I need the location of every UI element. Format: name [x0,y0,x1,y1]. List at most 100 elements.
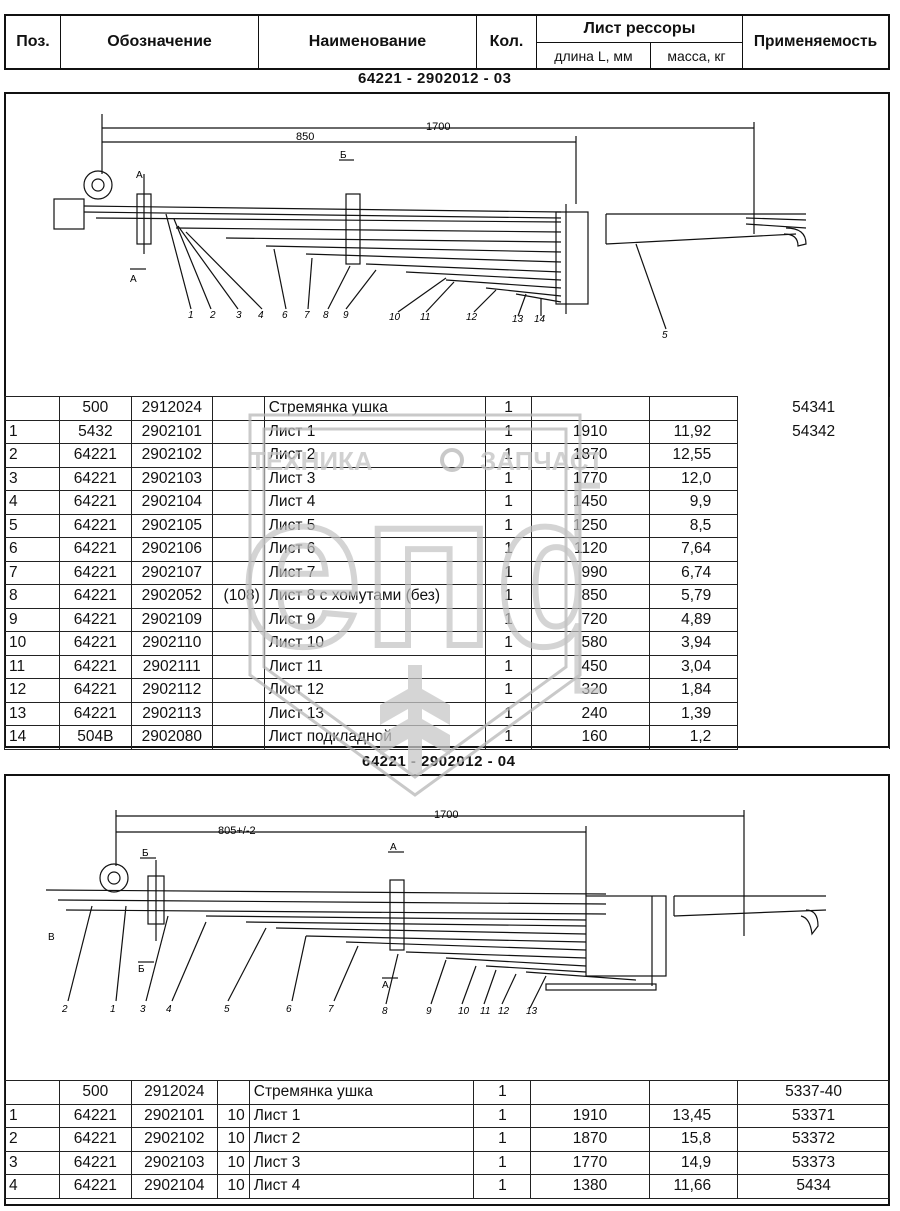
cell-qty: 1 [484,654,533,679]
cell-pos: 7 [4,560,60,585]
header-name: Наименование [259,16,477,68]
cell-pos: 10 [4,631,60,656]
table-header: Поз. Обозначение Наименование Кол. Лист … [4,14,890,70]
cell-applicability [737,631,890,655]
cell-qty: 1 [484,607,533,632]
cell-item-name: Лист 5 [263,513,486,538]
cell-designation-extra [211,678,265,703]
cell-item-name: Лист 12 [263,678,486,703]
view-b-03: Б [340,150,347,161]
cell-designation-prefix: 64221 [58,701,132,726]
cell-applicability [737,467,890,491]
cell-designation-number: 2902112 [130,678,213,703]
cell-designation-number: 2902110 [130,631,213,656]
callout: 7 [328,1004,334,1015]
cell-item-name: Лист 6 [263,537,486,562]
cell-designation-extra [211,725,265,750]
cell-designation-prefix: 64221 [58,490,132,515]
cell-designation-number: 2902104 [130,490,213,515]
cell-designation-extra [211,466,265,491]
cell-pos: 3 [4,466,60,491]
header-leaf: Лист рессоры [537,16,742,43]
cell-designation-extra [211,537,265,562]
cell-qty: 1 [473,1150,532,1175]
cell-applicability [737,725,890,749]
cell-length: 1450 [531,490,651,515]
cell-qty: 1 [473,1080,532,1105]
cell-applicability: 5337-40 [737,1080,890,1105]
callout: 10 [389,312,401,323]
cell-designation-extra: 10 [216,1103,250,1128]
callout: 5 [224,1004,230,1015]
cell-designation-number: 2902106 [130,537,213,562]
callout: 3 [140,1004,146,1015]
cell-length: 1910 [531,419,651,444]
cell-pos [4,1080,60,1105]
cell-qty: 1 [473,1174,532,1199]
cell-length: 240 [531,701,651,726]
callout: 9 [343,310,349,321]
cell-applicability: 53371 [737,1103,890,1128]
cell-qty: 1 [484,701,533,726]
cell-mass: 1,39 [649,701,739,726]
callout: 13 [512,314,524,325]
cell-length: 850 [531,584,651,609]
cell-pos: 9 [4,607,60,632]
cell-qty: 1 [484,560,533,585]
cell-designation-prefix: 64221 [58,466,132,491]
cell-designation-prefix: 500 [58,396,132,421]
cell-item-name: Лист подкладной [263,725,486,750]
callout: 9 [426,1006,432,1017]
cell-designation-extra [211,560,265,585]
cell-designation-number: 2912024 [130,396,213,421]
cell-applicability [737,537,890,561]
cell-designation-extra [211,396,265,421]
header-qty: Кол. [477,16,537,68]
cell-item-name: Лист 7 [263,560,486,585]
cell-pos: 6 [4,537,60,562]
cell-designation-prefix: 504В [58,725,132,750]
cell-qty: 1 [473,1127,532,1152]
cell-designation-number: 2902103 [130,466,213,491]
cell-applicability [737,678,890,702]
cell-length: 1380 [530,1174,651,1199]
cell-length: 1120 [531,537,651,562]
header-pos: Поз. [6,16,61,68]
cell-designation-number: 2902052 [130,584,213,609]
cell-item-name: Лист 1 [248,1103,475,1128]
cell-designation-number: 2902109 [130,607,213,632]
cell-designation-extra [211,443,265,468]
cell-mass: 11,92 [649,419,739,444]
cell-applicability [737,584,890,608]
callout: 8 [323,310,329,321]
cell-qty: 1 [484,466,533,491]
cell-qty: 1 [484,678,533,703]
cell-designation-number: 2902103 [130,1150,218,1175]
callout: 14 [534,314,546,325]
cell-mass: 9,9 [649,490,739,515]
cell-designation-prefix: 64221 [58,537,132,562]
spring-drawing-03: 1700 850 Б А А 1 2 3 4 6 7 8 9 10 11 12 … [53,114,807,341]
cell-designation-extra [211,631,265,656]
cell-length: 1250 [531,513,651,538]
cell-length: 1910 [530,1103,651,1128]
callout: 11 [420,312,430,323]
cell-mass: 6,74 [649,560,739,585]
cell-item-name: Лист 13 [263,701,486,726]
cell-qty: 1 [484,396,533,421]
cell-designation-prefix: 5432 [58,419,132,444]
callout: 2 [61,1004,68,1015]
cell-designation-extra [211,419,265,444]
cell-pos [4,396,60,421]
cell-qty: 1 [484,537,533,562]
header-leaf-group: Лист рессоры длина L, мм масса, кг [537,16,743,69]
callout: 1 [110,1004,116,1015]
cell-designation-prefix: 64221 [58,654,132,679]
